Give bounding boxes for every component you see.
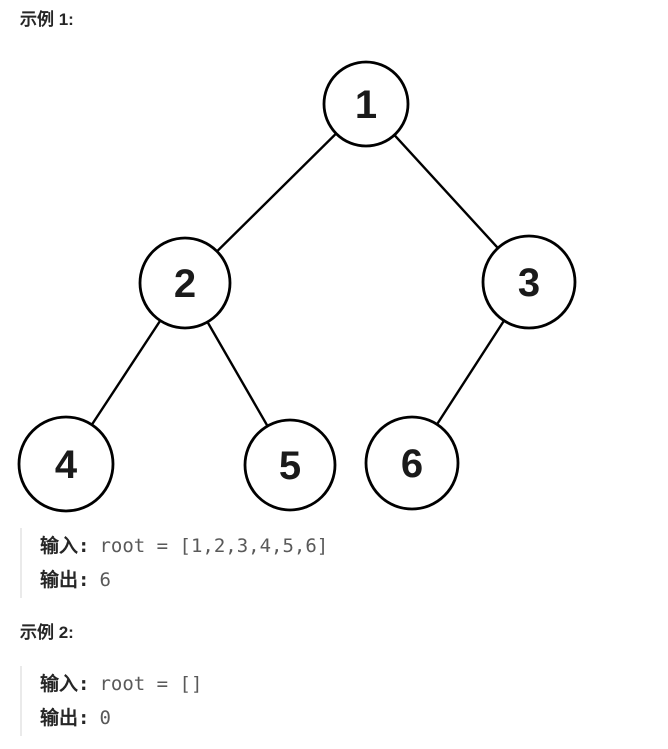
input-label: 输入: (40, 673, 90, 695)
tree-node-label-6: 6 (401, 442, 423, 486)
tree-node-5 (243, 418, 337, 512)
input-value: root = [1,2,3,4,5,6] (99, 535, 329, 557)
tree-node-label-4: 4 (55, 443, 78, 487)
example-1-code-block: 输入: root = [1,2,3,4,5,6] 输出: 6 (20, 528, 342, 598)
example-1-title: 示例 1: (20, 10, 74, 29)
input-label: 输入: (40, 535, 90, 557)
tree-node-label-5: 5 (279, 444, 301, 488)
example-1-input-line: 输入: root = [1,2,3,4,5,6] (40, 529, 328, 563)
tree-node-label-1: 1 (355, 83, 377, 127)
example-1-output-line: 输出: 6 (40, 563, 328, 597)
example-2-title: 示例 2: (20, 623, 74, 642)
example-2-output-line: 输出: 0 (40, 701, 202, 735)
output-value: 6 (99, 569, 111, 591)
tree-node-6 (364, 415, 460, 511)
output-label: 输出: (40, 569, 90, 591)
tree-node-label-2: 2 (174, 262, 196, 306)
tree-node-2 (138, 236, 232, 330)
binary-tree-diagram: 1 2 3 4 5 6 (17, 60, 577, 513)
tree-node-4 (17, 415, 115, 513)
output-value: 0 (99, 707, 111, 729)
example-2-input-line: 输入: root = [] (40, 667, 202, 701)
input-value: root = [] (99, 673, 203, 695)
output-label: 输出: (40, 707, 90, 729)
example-2-code-block: 输入: root = [] 输出: 0 (20, 666, 216, 736)
tree-node-3 (481, 234, 577, 330)
tree-node-1 (322, 60, 410, 148)
tree-node-label-3: 3 (518, 261, 540, 305)
